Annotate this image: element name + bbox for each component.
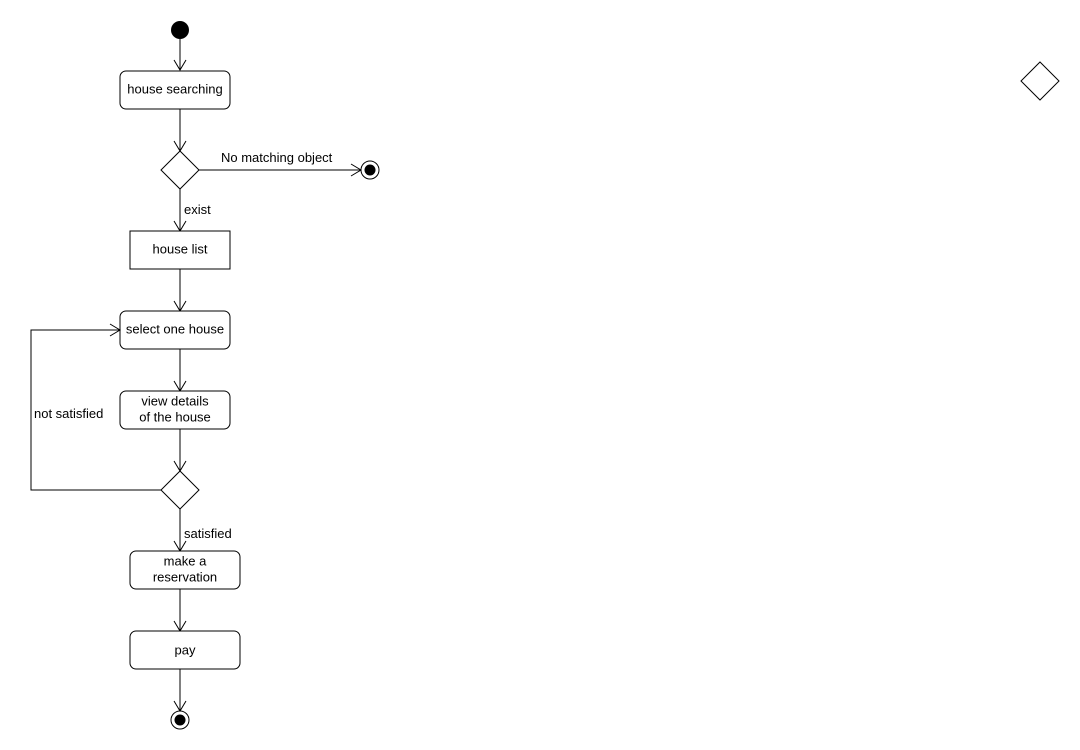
action-view-details: view details of the house <box>119 390 231 430</box>
object-label: house list <box>153 241 208 256</box>
arrowhead <box>109 323 121 337</box>
guard-no-matching: No matching object <box>221 150 333 165</box>
object-house-list: house list <box>129 230 231 270</box>
action-house-searching: house searching <box>119 70 231 110</box>
action-label: select one house <box>126 321 224 336</box>
action-label: house searching <box>127 81 222 96</box>
decision-node-satisfaction <box>160 470 200 510</box>
initial-node <box>171 21 189 39</box>
guard-satisfied: satisfied <box>184 526 232 541</box>
decision-node-unconnected <box>1020 61 1060 101</box>
edge-not-satisfied-loop <box>30 329 161 491</box>
action-make-reservation: make a reservation <box>129 550 241 590</box>
decision-node-search-result <box>160 150 200 190</box>
action-label-line2: of the house <box>139 409 211 424</box>
action-label-line1: view details <box>141 393 209 408</box>
arrowhead <box>173 59 187 71</box>
action-select-one-house: select one house <box>119 310 231 350</box>
action-label: pay <box>175 642 196 657</box>
action-label-line2: reservation <box>153 569 217 584</box>
final-node <box>170 710 190 730</box>
guard-exist: exist <box>184 202 211 217</box>
guard-not-satisfied: not satisfied <box>34 406 103 421</box>
action-pay: pay <box>129 630 241 670</box>
action-label-line1: make a <box>164 553 207 568</box>
final-node-no-match <box>360 160 380 180</box>
